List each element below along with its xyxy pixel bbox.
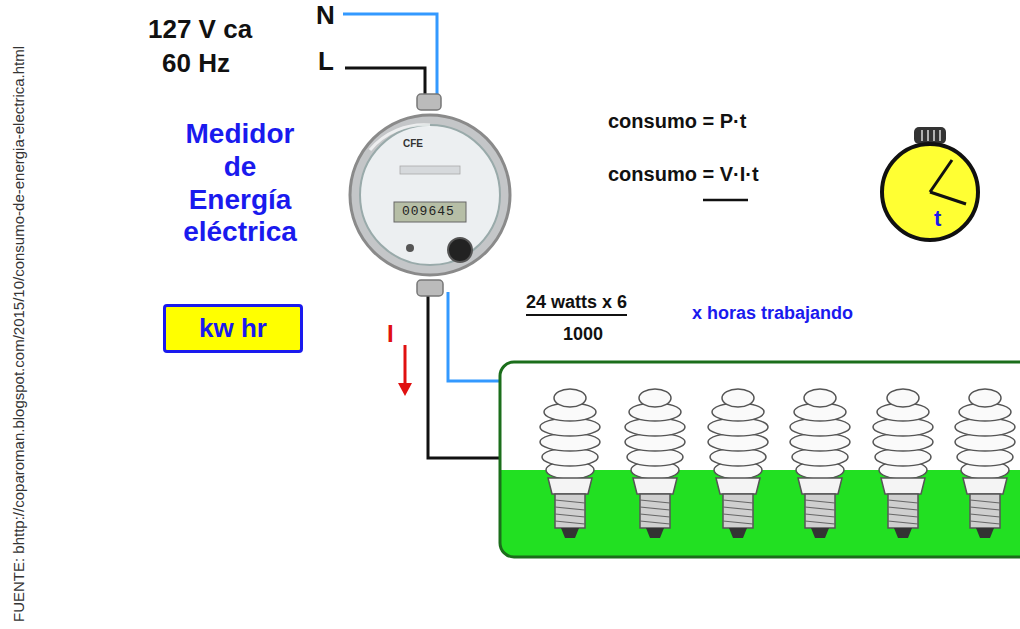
bulb-tip — [894, 528, 912, 538]
bulb-base — [805, 494, 835, 528]
bulb-tip — [811, 528, 829, 538]
bulb-thread — [888, 521, 918, 524]
bulb-thread — [555, 507, 585, 510]
bulb-thread — [640, 514, 670, 517]
bulb-thread — [805, 514, 835, 517]
bulb-neck — [548, 478, 592, 494]
bulb-thread — [555, 521, 585, 524]
bulb-thread — [970, 500, 1000, 503]
bulb-thread — [640, 500, 670, 503]
bulb-spiral — [554, 389, 586, 407]
bulb-thread — [555, 514, 585, 517]
bulb-spiral — [969, 389, 1001, 407]
cfl-bulb — [955, 389, 1015, 538]
bulb-spiral — [639, 389, 671, 407]
formula-numerator: 24 watts x 6 — [526, 292, 627, 316]
cfl-bulb — [790, 389, 850, 538]
bulb-neck — [798, 478, 842, 494]
current-arrow — [398, 345, 412, 396]
energy-meter — [350, 94, 510, 296]
bulb-base — [723, 494, 753, 528]
neutral-wire — [343, 14, 437, 98]
bulb-thread — [970, 507, 1000, 510]
bulb-base — [555, 494, 585, 528]
bulb-base — [640, 494, 670, 528]
bulb-thread — [888, 500, 918, 503]
bulb-thread — [888, 514, 918, 517]
bulb-thread — [723, 521, 753, 524]
bulb-spiral — [722, 389, 754, 407]
cfl-bulb — [873, 389, 933, 538]
source-note: FUENTE: bhttp://coparoman.blogspot.com/2… — [10, 17, 28, 622]
bulb-tip — [729, 528, 747, 538]
cfl-bulb — [540, 389, 600, 538]
frequency-label: 60 Hz — [162, 48, 230, 79]
neutral-wire — [448, 292, 504, 381]
bulb-spiral — [804, 389, 836, 407]
bulb-thread — [640, 507, 670, 510]
bulb-tip — [561, 528, 579, 538]
bulb-tip — [976, 528, 994, 538]
bulb-thread — [723, 514, 753, 517]
time-symbol: t — [934, 206, 941, 232]
bulb-base — [888, 494, 918, 528]
bulb-thread — [805, 507, 835, 510]
bulb-neck — [881, 478, 925, 494]
cfl-bulb — [625, 389, 685, 538]
bulb-thread — [805, 521, 835, 524]
formula-denominator: 1000 — [563, 324, 603, 345]
bulb-tip — [646, 528, 664, 538]
bulb-thread — [970, 514, 1000, 517]
current-symbol: I — [387, 320, 394, 348]
bulb-thread — [970, 521, 1000, 524]
formula: consumo = V·I·t — [608, 163, 759, 186]
formula-underline — [703, 199, 748, 202]
terminal-label: L — [318, 46, 334, 77]
load-panel — [500, 362, 1020, 570]
bulb-thread — [640, 521, 670, 524]
bulb-thread — [888, 507, 918, 510]
unit-box: kw hr — [163, 304, 303, 353]
stopwatch-icon — [882, 127, 978, 240]
meter-reading: 009645 — [402, 204, 455, 219]
bulb-thread — [555, 500, 585, 503]
bulb-thread — [805, 500, 835, 503]
formula-note: x horas trabajando — [692, 303, 853, 324]
voltage-label: 127 V ca — [148, 14, 252, 45]
bulb-neck — [633, 478, 677, 494]
cfl-bulb — [708, 389, 768, 538]
meter-title: Medidor de Energía eléctrica — [170, 118, 310, 249]
bulb-thread — [723, 500, 753, 503]
meter-brand: CFE — [403, 138, 423, 149]
terminal-label: N — [316, 0, 335, 31]
bulb-neck — [716, 478, 760, 494]
line-wire — [345, 68, 425, 98]
bulb-neck — [963, 478, 1007, 494]
line-wire — [428, 292, 502, 458]
formula: consumo = P·t — [608, 110, 746, 133]
bulb-thread — [723, 507, 753, 510]
bulb-spiral — [887, 389, 919, 407]
unit-label: kw hr — [180, 313, 286, 344]
bulb-base — [970, 494, 1000, 528]
